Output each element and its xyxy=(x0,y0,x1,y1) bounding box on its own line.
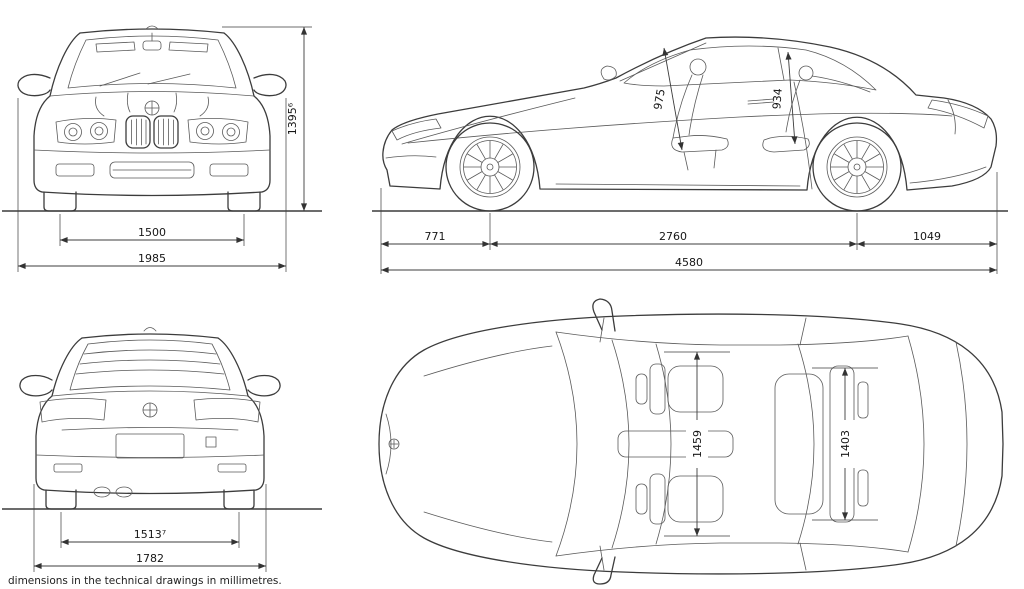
center-intake xyxy=(109,161,195,179)
top-details xyxy=(385,298,968,585)
dim-shoulder-front-label: 1459 xyxy=(691,430,704,458)
rear-body xyxy=(35,327,265,495)
bmw-roundel-icon xyxy=(388,438,400,450)
dim-overall-length-label: 4580 xyxy=(675,256,703,269)
windshield-base xyxy=(555,331,578,557)
side-glass xyxy=(623,45,877,91)
dim-height-label: 1395⁶ xyxy=(286,102,299,135)
rear-wheel-left xyxy=(45,489,77,510)
headlight-left xyxy=(55,118,117,145)
front-wheel-left xyxy=(43,191,77,212)
dim-headroom-rear: 934 xyxy=(770,51,798,145)
headlight-side xyxy=(391,118,442,141)
mirror-right xyxy=(247,374,281,397)
dim-headroom-rear-label: 934 xyxy=(770,88,784,110)
mirror-left xyxy=(17,73,51,97)
mirror-right xyxy=(253,73,287,97)
top-body xyxy=(378,313,1004,575)
dim-rear-track-label: 1513⁷ xyxy=(134,528,166,541)
taillight-side xyxy=(927,99,989,129)
rear-glass-base xyxy=(907,335,925,553)
front-bumper xyxy=(33,149,271,179)
dim-height: 1395⁶ xyxy=(222,26,312,211)
headlight-right xyxy=(187,118,249,145)
front-view: 1500 1985 1395⁶ xyxy=(2,25,322,272)
rear-window xyxy=(69,339,231,391)
dim-headroom-front-label: 975 xyxy=(651,88,667,111)
roof-front-edge xyxy=(611,339,630,549)
rear-glass-front xyxy=(797,343,815,545)
dim-front-overall-width: 1985 xyxy=(17,98,287,272)
exhaust-pipe-right xyxy=(115,486,133,498)
exhaust-pipe-left xyxy=(93,486,111,498)
dim-front-track-label: 1500 xyxy=(138,226,166,239)
dim-front-width-label: 1985 xyxy=(138,252,166,265)
front-wheel xyxy=(445,122,535,212)
units-note: dimensions in the technical drawings in … xyxy=(8,575,282,587)
rear-bench-top xyxy=(774,365,869,523)
dim-wheelbase-label: 2760 xyxy=(659,230,687,243)
trunk-seam xyxy=(955,341,968,547)
dim-rear-overhang-label: 1049 xyxy=(913,230,941,243)
front-windshield xyxy=(67,32,237,89)
reflector-left xyxy=(53,463,83,473)
door-handle xyxy=(747,98,775,105)
dim-shoulder-rear-label: 1403 xyxy=(839,430,852,458)
front-body xyxy=(33,25,271,197)
rearview-mirror xyxy=(142,40,162,51)
rear-bumper xyxy=(35,427,265,498)
front-seat xyxy=(671,58,729,171)
dim-rear-width: 1782 xyxy=(33,484,267,572)
side-view: 975 934 771 2760 1049 4580 xyxy=(372,36,1008,274)
dim-shoulder-front: 1459 xyxy=(664,351,730,537)
taillight-left xyxy=(39,398,107,423)
taillight-right xyxy=(193,398,261,423)
dim-shoulder-rear: 1403 xyxy=(812,367,878,521)
sensor-square xyxy=(205,436,217,448)
mirror-side xyxy=(600,65,617,81)
mirror-bottom xyxy=(592,556,616,585)
sun-visor-left xyxy=(95,41,136,53)
dim-front-overhang-label: 771 xyxy=(425,230,446,243)
wiper-right xyxy=(147,73,191,85)
reflector-right xyxy=(217,463,247,473)
bmw-roundel-icon xyxy=(142,402,158,418)
wiper-left xyxy=(99,72,141,87)
top-view: 1459 1403 xyxy=(378,298,1004,585)
bmw-roundel-icon xyxy=(144,100,160,116)
front-hood-lines xyxy=(95,92,209,117)
side-intake-left xyxy=(55,163,95,177)
sun-visor-right xyxy=(168,41,209,53)
front-seats-top xyxy=(617,363,734,525)
rear-wheel xyxy=(812,122,902,212)
front-wheel-right xyxy=(227,191,261,212)
dim-rear-track: 1513⁷ xyxy=(60,512,240,548)
mirror-top xyxy=(592,298,616,332)
dim-rear-width-label: 1782 xyxy=(136,552,164,565)
rear-view: 1513⁷ 1782 xyxy=(2,327,322,572)
dim-front-track: 1500 xyxy=(59,214,245,246)
dim-headroom-front: 975 xyxy=(651,47,684,151)
mirror-left xyxy=(19,374,53,397)
center-console xyxy=(617,430,734,458)
dim-lower: 771 2760 1049 4580 xyxy=(380,172,998,274)
side-body xyxy=(382,36,998,191)
kidney-grille xyxy=(125,115,179,149)
side-intake-right xyxy=(209,163,249,177)
rear-wheel-right xyxy=(223,489,255,510)
license-plate xyxy=(115,433,185,459)
